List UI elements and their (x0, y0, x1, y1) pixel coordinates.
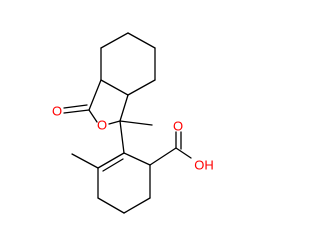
ring-oxygen-label: O (97, 118, 107, 133)
bond (88, 109, 98, 123)
acid-carbonyl-oxygen-label: O (173, 119, 183, 134)
carboxylic-acid-group (149, 131, 192, 166)
bond (123, 152, 151, 166)
bond (97, 197, 125, 214)
bond (97, 152, 125, 169)
bond (100, 79, 129, 96)
lactone-carbonyl-oxygen-label: O (52, 104, 62, 119)
bond (127, 79, 156, 96)
bond (149, 147, 177, 166)
lactone-ring (63, 79, 153, 126)
bond (88, 79, 102, 111)
bond (175, 147, 192, 159)
bond (63, 109, 90, 114)
cyclohexane-ring (100, 32, 156, 96)
bond (71, 153, 99, 169)
bond (119, 120, 125, 154)
cyclohexene-ring (71, 120, 151, 214)
bond (123, 197, 151, 214)
bond (100, 32, 129, 49)
structure-canvas: O O O OH (52, 32, 214, 214)
bond (108, 120, 121, 125)
bond (119, 120, 153, 126)
bond (127, 32, 156, 49)
bond (119, 94, 129, 122)
bond (63, 104, 88, 109)
bond (102, 158, 124, 172)
acid-hydroxyl-label: OH (194, 158, 214, 173)
molecule-structure: O O O OH (52, 32, 214, 214)
